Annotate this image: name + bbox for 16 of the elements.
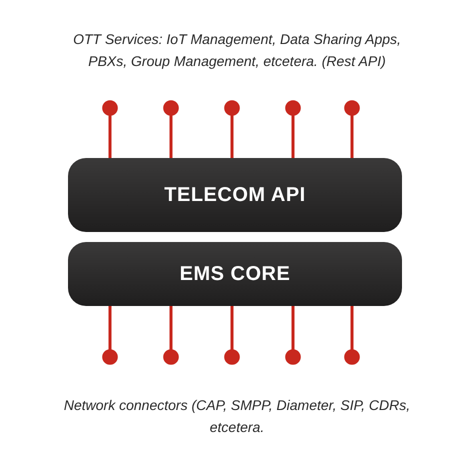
caption-text: OTT Services: IoT Management, Data Sharing Apps, PBXs, Group Management, etcetera. (Rest API) [72, 30, 402, 71]
layer-title: TELECOM API [164, 184, 306, 206]
connector-line [344, 306, 360, 365]
connector-line [224, 306, 240, 365]
connector-line [344, 100, 360, 158]
caption-text: Network connectors (CAP, SMPP, Diameter, SIP, CDRs, etcetera. [62, 396, 412, 437]
layer-bar [68, 242, 402, 306]
connector-line [102, 306, 118, 365]
connector-line [163, 306, 179, 365]
connector-line [102, 100, 118, 158]
connector-line [224, 100, 240, 158]
connector-line [163, 100, 179, 158]
connector-line [285, 100, 301, 158]
layer-bar [68, 158, 402, 232]
connector-line [285, 306, 301, 365]
layer-title: EMS CORE [180, 262, 290, 286]
